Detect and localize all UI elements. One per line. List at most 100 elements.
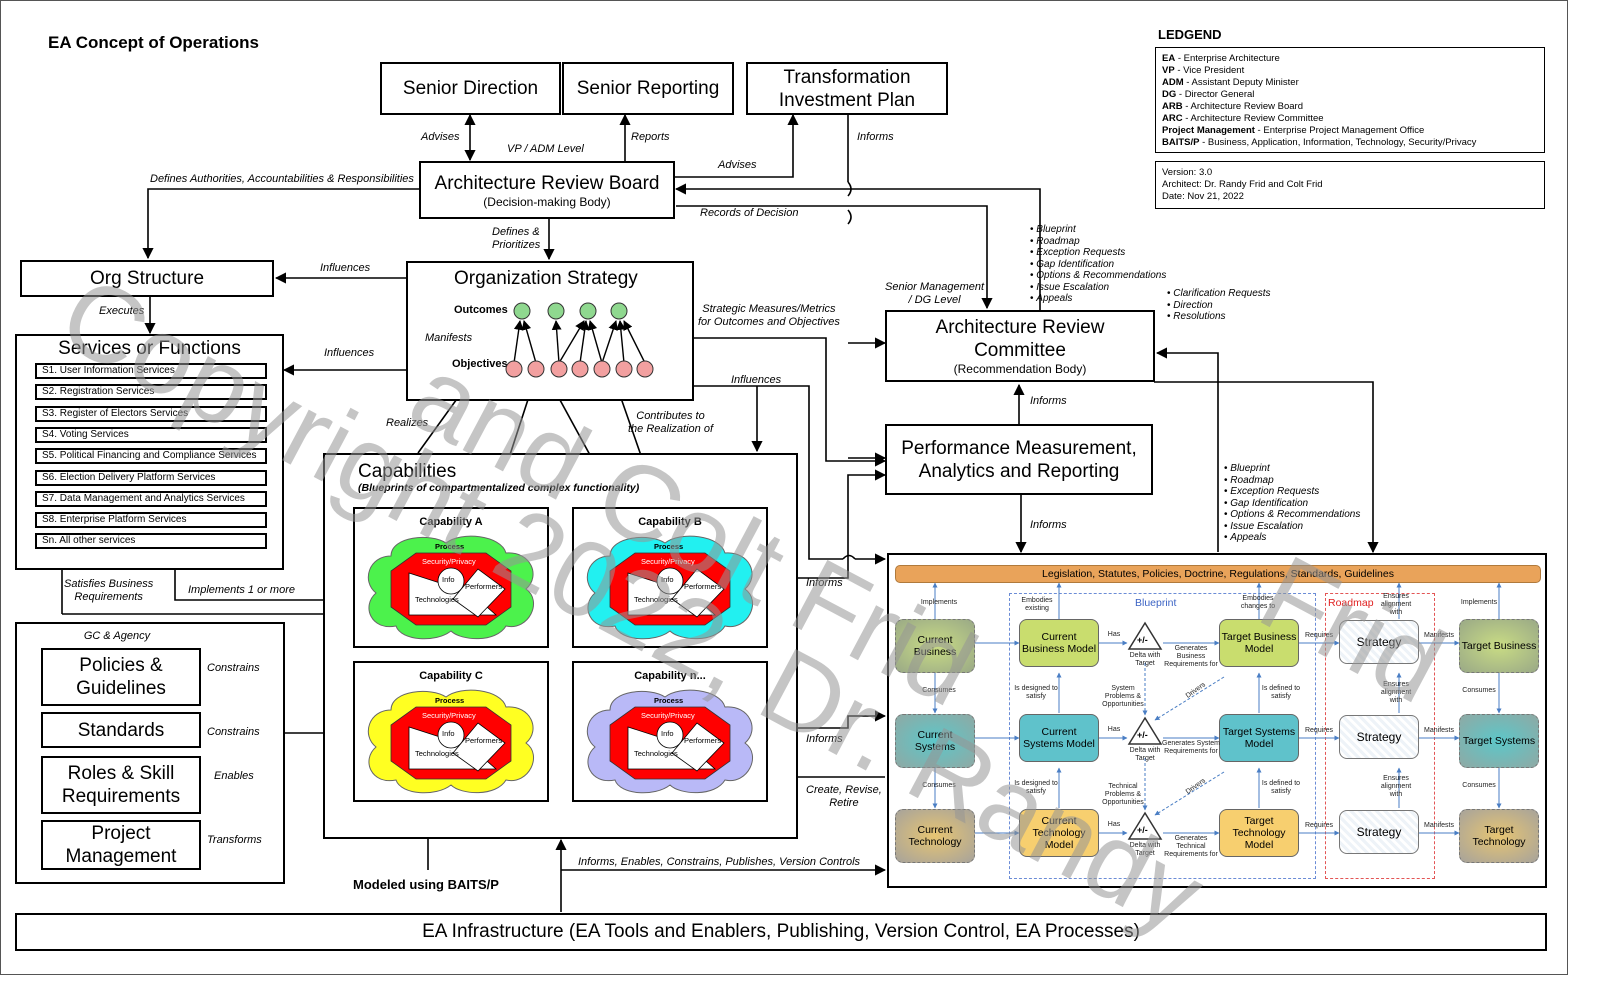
- requires-label: Requires: [1304, 727, 1333, 734]
- capability-layer-technologies: Technologies: [415, 749, 459, 758]
- service-item[interactable]: Sn. All other services: [35, 533, 267, 550]
- tip-label-2: Investment Plan: [778, 89, 916, 111]
- bullet-item: • Exception Requests: [1224, 486, 1320, 497]
- delta-caption: Delta with Target: [1129, 747, 1161, 762]
- outcome-node: [579, 302, 597, 320]
- target-state-node[interactable]: Target Systems: [1459, 714, 1539, 768]
- organization-strategy-box[interactable]: Organization Strategy Outcomes Objective…: [406, 261, 694, 401]
- designed-label: Is designed to satisfy: [1014, 685, 1058, 700]
- has-label: Has: [1107, 726, 1121, 733]
- designed-label: Is designed to satisfy: [1014, 780, 1058, 795]
- bullet-item: • Appeals: [1030, 293, 1073, 304]
- architecture-review-board-box[interactable]: Architecture Review Board (Decision-maki…: [419, 161, 675, 219]
- service-item[interactable]: S8. Enterprise Platform Services: [35, 512, 267, 529]
- blueprint-connectors: [932, 582, 1502, 836]
- arb-subtitle: (Decision-making Body): [483, 194, 611, 209]
- outcome-node: [547, 302, 565, 320]
- org-structure-box[interactable]: Org Structure: [20, 260, 274, 297]
- gc-relation-label: Transforms: [207, 834, 262, 846]
- blueprint-roadmap-panel: Legislation, Statutes, Policies, Doctrin…: [887, 553, 1547, 888]
- service-item[interactable]: S3. Register of Electors Services: [35, 405, 267, 422]
- consumes-label: Consumes: [922, 782, 956, 789]
- service-item[interactable]: S6. Election Delivery Platform Services: [35, 469, 267, 486]
- target-model-node[interactable]: Target Technology Model: [1219, 809, 1299, 857]
- gc-relation-label: Constrains: [207, 662, 260, 674]
- current-model-node[interactable]: Current Business Model: [1019, 619, 1099, 667]
- architecture-review-committee-box[interactable]: Architecture Review Committee (Recommend…: [885, 310, 1155, 382]
- tip-label-1: Transformation: [783, 66, 911, 88]
- senior-reporting-box[interactable]: Senior Reporting: [562, 62, 734, 115]
- current-state-node[interactable]: Current Business: [895, 619, 975, 673]
- service-item[interactable]: S1. User Information Services: [35, 363, 267, 379]
- label-informs-pmar: Informs: [1030, 519, 1067, 531]
- label-informs-capn: Informs: [806, 733, 843, 745]
- label-influences-cap: Influences: [731, 374, 782, 386]
- bullet-item: • Gap Identification: [1030, 258, 1115, 270]
- implements-label: Implements: [1460, 599, 1498, 606]
- service-item[interactable]: S5. Political Financing and Compliance S…: [35, 448, 267, 465]
- service-item[interactable]: S7. Data Management and Analytics Servic…: [35, 490, 267, 507]
- gc-agency-title: GC & Agency: [83, 630, 151, 642]
- performers-diamond: [452, 722, 506, 772]
- label-advises-tip: Advises: [718, 159, 757, 171]
- label-reports: Reports: [631, 131, 670, 143]
- strategy-node[interactable]: Strategy: [1339, 715, 1419, 759]
- bullet-item: • Appeals: [1224, 532, 1267, 543]
- current-model-node[interactable]: Current Systems Model: [1019, 714, 1099, 762]
- label-informs-arc: Informs: [1030, 395, 1067, 407]
- capability-layer-technologies: Technologies: [634, 595, 678, 604]
- target-state-node[interactable]: Target Business: [1459, 619, 1539, 673]
- current-state-node[interactable]: Current Technology: [895, 809, 975, 863]
- target-model-node[interactable]: Target Systems Model: [1219, 714, 1299, 762]
- label-executes: Executes: [99, 305, 145, 317]
- label-defines-prioritizes: Defines &Prioritizes: [492, 226, 541, 251]
- services-title: Services or Functions: [58, 338, 241, 359]
- label-influences-org: Influences: [320, 262, 371, 274]
- legend-entry: ADM - Assistant Deputy Minister: [1162, 77, 1299, 88]
- current-state-node[interactable]: Current Systems: [895, 714, 975, 768]
- label-informs-capb: Informs: [806, 577, 843, 589]
- strategy-node[interactable]: Strategy: [1339, 810, 1419, 854]
- current-model-node[interactable]: Current Technology Model: [1019, 809, 1099, 857]
- outcome-node: [610, 302, 628, 320]
- capability-layer-performers: Performers: [465, 582, 503, 591]
- senior-direction-box[interactable]: Senior Direction: [380, 62, 561, 115]
- ea-infrastructure-box[interactable]: EA Infrastructure (EA Tools and Enablers…: [15, 913, 1547, 951]
- ensures-label: Ensures alignment with: [1380, 593, 1412, 616]
- performers-diamond: [671, 722, 725, 772]
- page-title: EA Concept of Operations: [48, 33, 259, 52]
- capability-layer-security: Security/Privacy: [422, 711, 476, 720]
- consumes-label: Consumes: [1462, 687, 1496, 694]
- gc-item-label: Project: [91, 823, 151, 844]
- strategy-node[interactable]: Strategy: [1339, 620, 1419, 664]
- performance-measurement-box[interactable]: Performance Measurement, Analytics and R…: [885, 424, 1153, 495]
- requires-label: Requires: [1304, 632, 1333, 639]
- link-informs-capn: [770, 710, 887, 729]
- senior-reporting-label: Senior Reporting: [576, 78, 720, 99]
- generates-label: Generates Business Requirements for: [1164, 645, 1218, 668]
- target-state-node[interactable]: Target Technology: [1459, 809, 1539, 863]
- arc-direction-list: • Clarification Requests• Direction• Res…: [1167, 288, 1271, 323]
- has-label: Has: [1107, 631, 1121, 638]
- gc-item-box[interactable]: Standards: [41, 712, 201, 748]
- gc-item-box[interactable]: Policies &Guidelines: [41, 648, 201, 706]
- manifests-label: Manifests: [425, 332, 473, 344]
- delta-triangle-icon: [1127, 811, 1163, 841]
- delta-caption: Delta with Target: [1129, 652, 1161, 667]
- outcome-objective-graph: [505, 302, 654, 378]
- target-model-node[interactable]: Target Business Model: [1219, 619, 1299, 667]
- bullet-item: • Resolutions: [1167, 311, 1226, 322]
- label-senior-management: Senior Management/ DG Level: [885, 281, 985, 306]
- has-label: Has: [1107, 821, 1121, 828]
- service-item[interactable]: S2. Registration Services: [35, 384, 267, 401]
- legend-entry: DG - Director General: [1162, 89, 1255, 100]
- transformation-investment-plan-box[interactable]: Transformation Investment Plan: [746, 62, 948, 115]
- service-item[interactable]: S4. Voting Services: [35, 426, 267, 443]
